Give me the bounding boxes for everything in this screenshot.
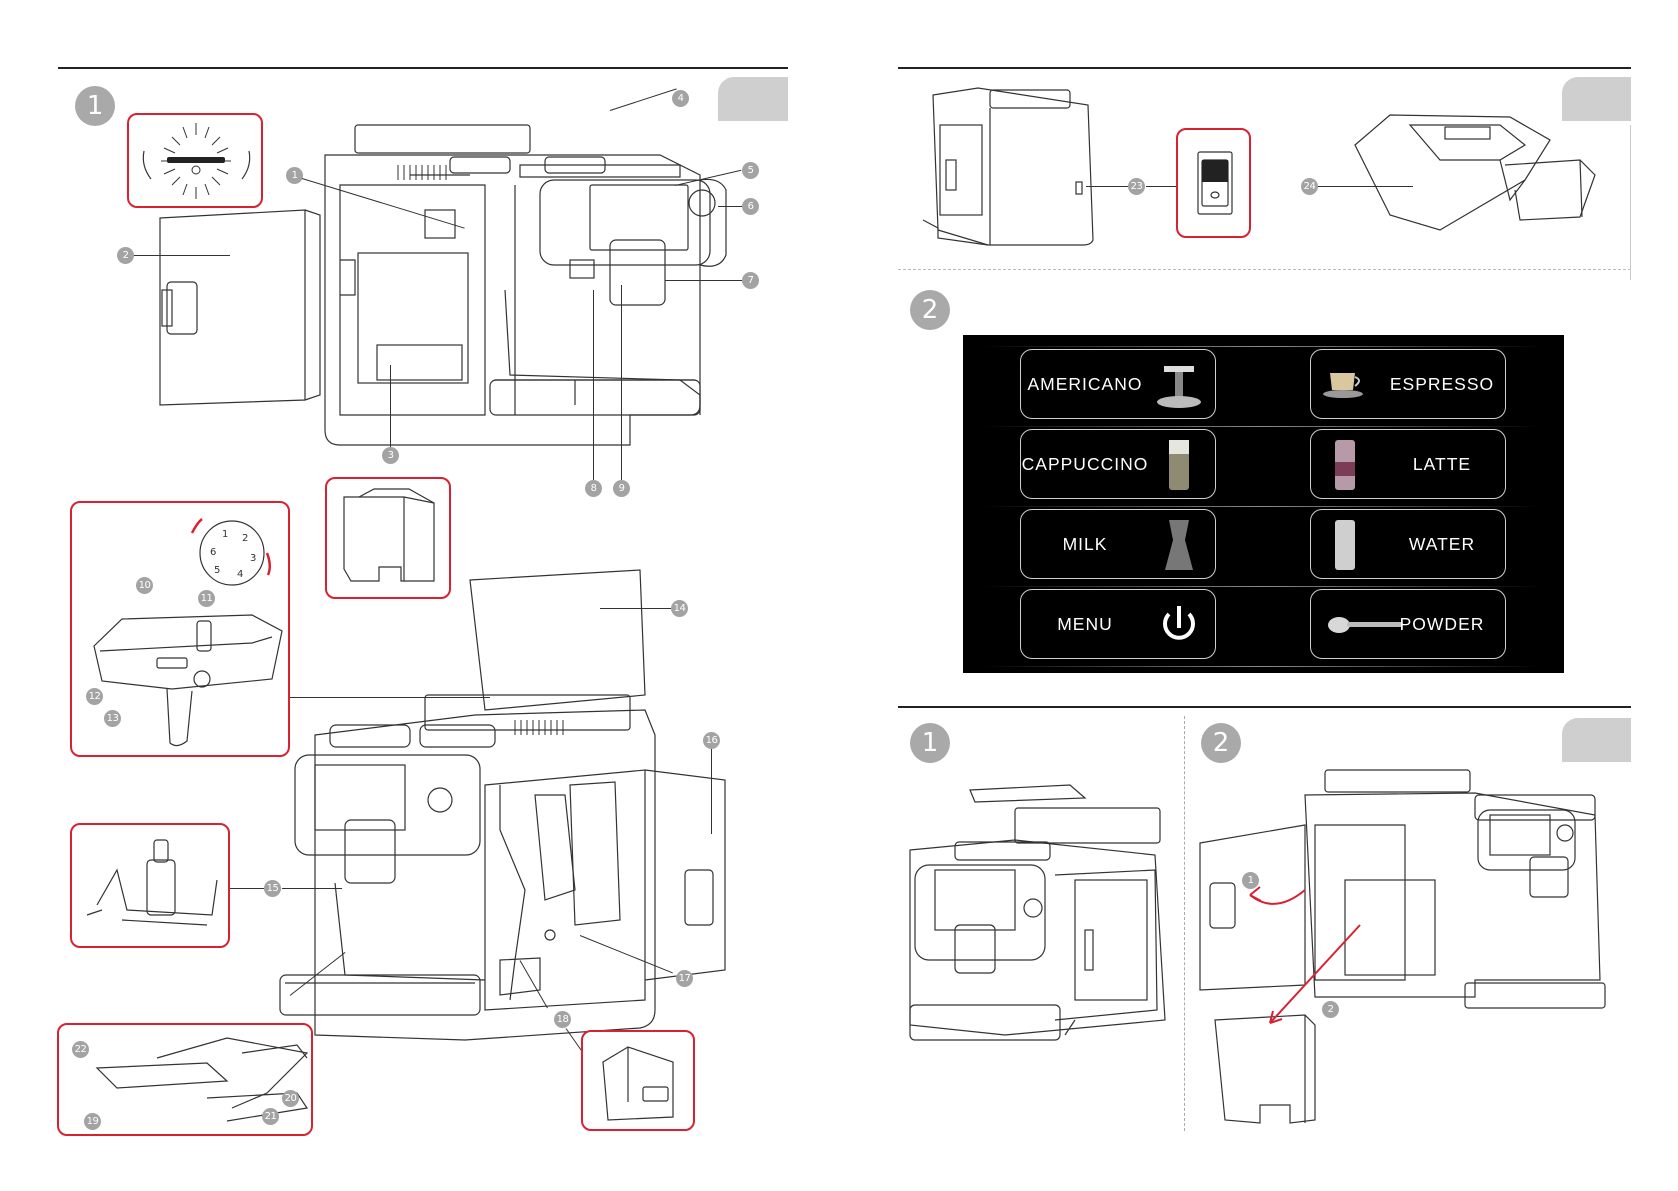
bottom-rule-right <box>898 706 1631 708</box>
callout-10: 10 <box>136 577 153 594</box>
callout-15: 15 <box>264 880 281 897</box>
callout-4: 4 <box>672 90 689 107</box>
side-door-illustration <box>159 209 321 406</box>
menu-tile-menu[interactable]: MENU <box>1020 589 1216 659</box>
machine-back-illustration <box>922 87 1094 246</box>
step-number-left: 1 <box>75 86 115 126</box>
power-icon <box>1163 606 1195 640</box>
page-tab-left <box>718 77 788 121</box>
menu-tile-cappuccino[interactable]: CAPPUCCINO <box>1020 429 1216 499</box>
callout-3: 3 <box>382 447 399 464</box>
callout-14: 14 <box>671 600 688 617</box>
svg-text:3: 3 <box>250 553 256 564</box>
callout-24: 24 <box>1301 178 1318 195</box>
menu-tile-americano[interactable]: AMERICANO <box>1020 349 1216 419</box>
detail-water-tank <box>325 477 451 599</box>
machine-front-illustration <box>279 569 726 1041</box>
callout-19: 19 <box>84 1113 101 1130</box>
callout-18: 18 <box>554 1011 571 1028</box>
callout-8: 8 <box>585 480 602 497</box>
spoon-icon <box>1328 617 1403 633</box>
callout-7: 7 <box>742 272 759 289</box>
menu-tile-latte[interactable]: LATTE <box>1310 429 1506 499</box>
callout-21: 21 <box>262 1108 279 1125</box>
callout-20: 20 <box>282 1090 299 1107</box>
callout-22: 22 <box>72 1041 89 1058</box>
detail-coffee-spout <box>70 823 230 948</box>
svg-text:4: 4 <box>237 569 243 580</box>
machine-tank-removal-illustration <box>1199 769 1606 1124</box>
bean-hopper-illustration <box>1354 114 1596 231</box>
detail-power-switch <box>1176 128 1251 238</box>
step-number-bottom-2: 2 <box>1201 723 1241 763</box>
callout-bottom-2: 2 <box>1322 1001 1339 1018</box>
callout-1: 1 <box>286 167 303 184</box>
callout-13: 13 <box>104 710 121 727</box>
page-tab-right-top <box>1562 77 1631 121</box>
callout-12: 12 <box>86 688 103 705</box>
menu-tile-water[interactable]: WATER <box>1310 509 1506 579</box>
svg-text:1: 1 <box>222 529 228 540</box>
step-number-bottom-1: 1 <box>910 723 950 763</box>
step-number-menu: 2 <box>910 290 950 330</box>
callout-bottom-1: 1 <box>1242 872 1259 889</box>
touch-menu-panel: AMERICANO ESPRESSO CAPPUCCINO LATTE MILK… <box>963 335 1564 673</box>
menu-tile-powder[interactable]: POWDER <box>1310 589 1506 659</box>
callout-11: 11 <box>198 590 215 607</box>
callout-6: 6 <box>742 198 759 215</box>
milk-glass-icon <box>1165 520 1193 570</box>
americano-cup-icon <box>1157 366 1201 408</box>
espresso-cup-icon <box>1323 373 1363 398</box>
page-tab-right-bottom <box>1562 718 1631 762</box>
callout-16: 16 <box>703 732 720 749</box>
svg-text:2: 2 <box>242 533 248 544</box>
water-glass-icon <box>1335 520 1355 570</box>
detail-grounds-container <box>581 1030 695 1131</box>
callout-5: 5 <box>742 162 759 179</box>
svg-text:5: 5 <box>214 565 220 576</box>
detail-grind-dial <box>127 113 263 208</box>
cappuccino-glass-icon <box>1169 440 1189 490</box>
callout-23: 23 <box>1128 178 1145 195</box>
menu-tile-espresso[interactable]: ESPRESSO <box>1310 349 1506 419</box>
callout-17: 17 <box>676 970 693 987</box>
machine-rear-illustration <box>324 124 727 446</box>
top-rule-right <box>898 67 1631 69</box>
machine-lid-removal-illustration <box>909 784 1166 1041</box>
menu-tile-milk[interactable]: MILK <box>1020 509 1216 579</box>
svg-text:6: 6 <box>210 547 216 558</box>
callout-2: 2 <box>117 247 134 264</box>
callout-9: 9 <box>613 480 630 497</box>
top-rule-left <box>58 67 788 69</box>
latte-glass-icon <box>1335 440 1355 490</box>
